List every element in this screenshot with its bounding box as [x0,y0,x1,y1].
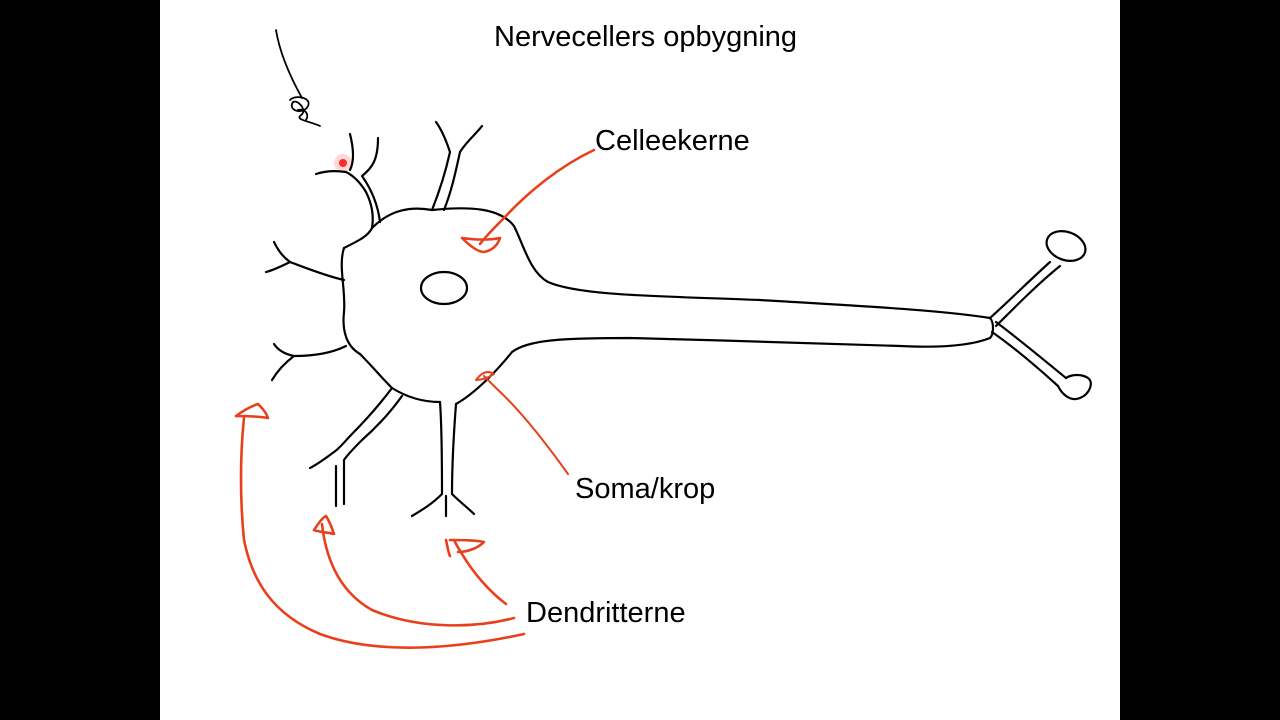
pen-scribble [275,29,321,127]
dendrite-top [430,120,484,212]
laser-pointer-dot [334,154,352,172]
axon-tip [988,316,995,340]
arrowhead-nucleus [460,236,502,254]
arrow-soma [483,375,569,475]
arrow-dendrite-mid [320,522,516,627]
arrowhead-dendrite-bottom [444,538,486,558]
arrowhead-dendrite-outer [234,402,270,420]
nucleus [419,270,469,306]
soma-left-edge [340,246,362,356]
left-letterbox [0,0,160,720]
soma-outline [342,207,992,320]
arrow-nucleus [478,148,596,246]
annotation-arrows [234,148,596,649]
axon-terminal-bulb-lower [1056,373,1092,401]
diagram-title: Nervecellers opbygning [494,21,797,53]
axon-terminal-upper [988,260,1062,328]
dendrite-left [264,240,346,282]
dendrite-lower-left [270,342,348,382]
dendrite-bottom-left [308,386,404,508]
arrowhead-soma [475,371,495,381]
arrow-dendrite-outer [239,416,526,649]
arrow-dendrite-bottom [452,538,508,606]
arrowhead-dendrite-mid [312,514,336,536]
axon-terminal-lower [990,320,1068,388]
label-nucleus: Celleekerne [595,125,750,157]
whiteboard-canvas[interactable] [160,0,1120,720]
label-dendrites: Dendritterne [526,597,686,629]
label-soma: Soma/krop [575,473,715,505]
axon-terminal-bulb-upper [1045,230,1087,262]
axon-lower-edge [454,336,992,406]
neuron-drawing [264,120,1092,518]
dendrite-upper-left [314,132,382,230]
right-letterbox [1120,0,1280,720]
dendrite-bottom [410,400,476,518]
